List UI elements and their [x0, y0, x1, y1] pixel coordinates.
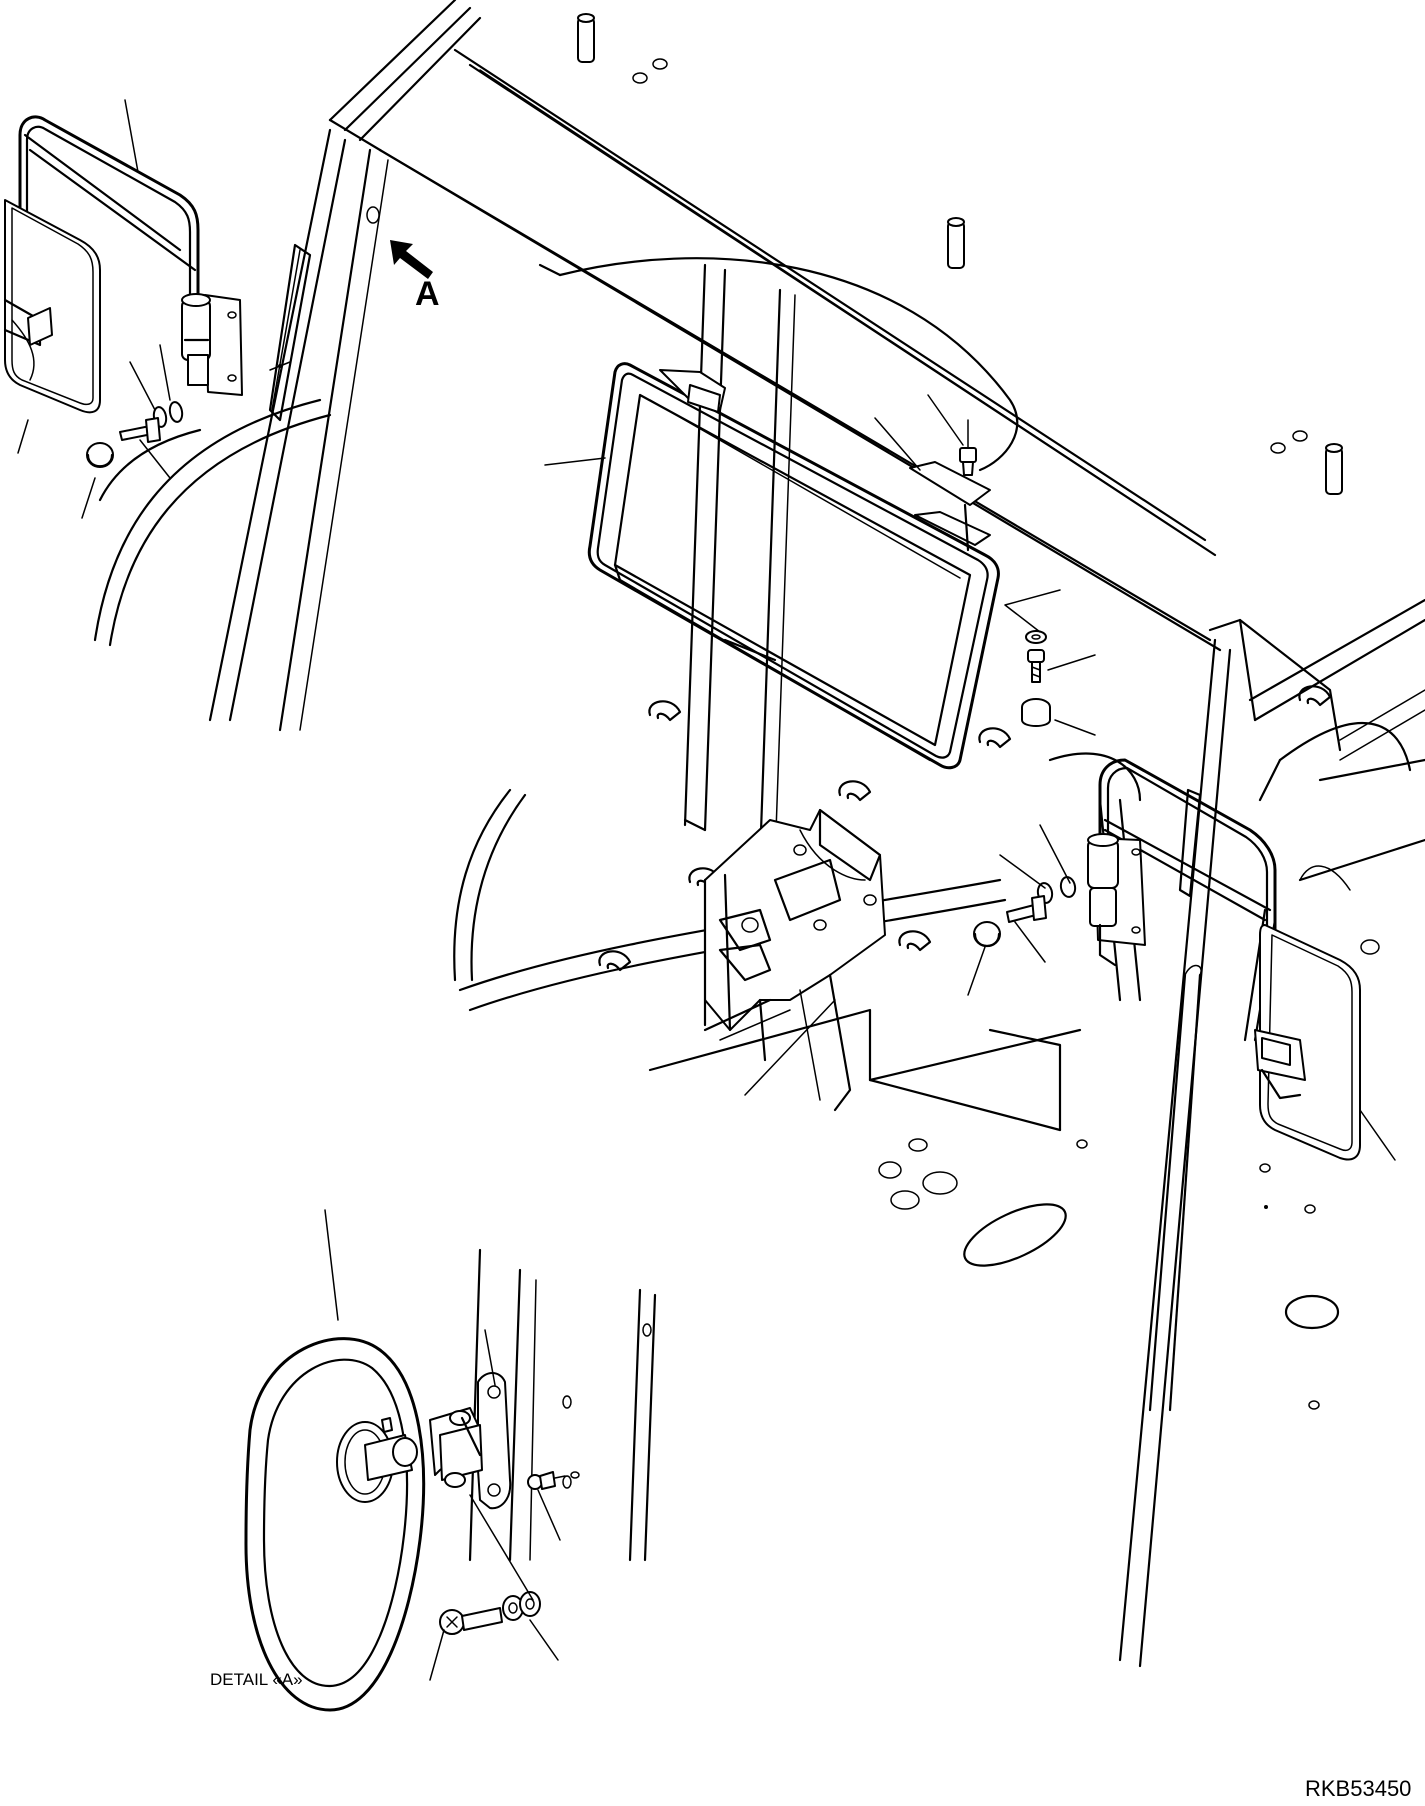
left-mirror-hardware [86, 361, 291, 468]
leader-lines [17, 99, 1396, 1681]
sun-visor [587, 362, 1000, 770]
bolt-icon [1006, 895, 1047, 923]
cab-center-posts [683, 263, 796, 862]
right-side-mirror [1087, 758, 1361, 1161]
cab-roof-frame [328, 0, 1425, 761]
view-a-marker: A [390, 240, 440, 313]
bolt-icon [439, 1607, 503, 1635]
washer-icon [1025, 630, 1047, 644]
view-arrow-icon [390, 240, 433, 279]
bolt-icon [1027, 649, 1045, 683]
bolt-icon [527, 1471, 566, 1490]
cab-door-frame [93, 398, 657, 1562]
drawing-number: RKB53450 [1305, 1776, 1411, 1801]
cap-icon [86, 442, 114, 468]
cab-right-post [1118, 638, 1232, 1668]
bolt-icon [119, 417, 161, 443]
roof-stud [947, 217, 965, 269]
right-mirror-hardware [973, 876, 1077, 948]
roof-stud [1325, 443, 1343, 495]
inside-rear-view-mirror [244, 1337, 512, 1712]
cab-front-pillar [208, 128, 389, 732]
cap-icon [973, 921, 1001, 948]
left-side-mirror [3, 115, 243, 414]
detail-caption: DETAIL «A» [210, 1670, 303, 1689]
seat-bracket [703, 808, 886, 1112]
view-letter: A [415, 275, 440, 313]
washer-icon [168, 401, 184, 423]
bolt-icon [959, 419, 977, 476]
washer-icon [519, 1591, 541, 1617]
cap-icon [1021, 698, 1051, 727]
sun-visor-hardware [959, 419, 1051, 727]
inside-mirror-hardware [439, 1471, 566, 1635]
roof-stud [577, 13, 595, 63]
